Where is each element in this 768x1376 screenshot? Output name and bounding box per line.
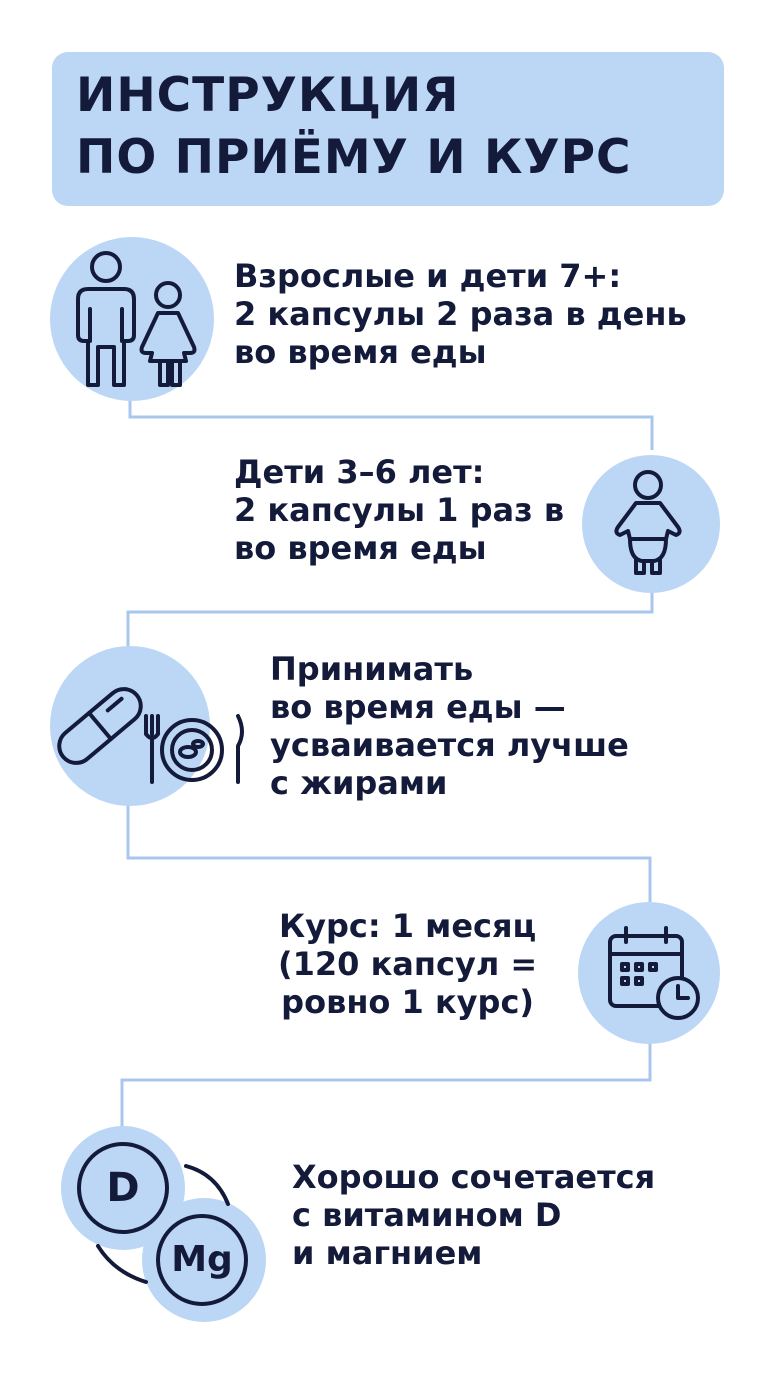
vitamin-d-magnesium-icon: D Mg <box>56 1126 266 1322</box>
step-4-line-3: ровно 1 курс) <box>281 983 535 1021</box>
step-3-line-2: во время еды — <box>270 688 566 726</box>
baby-icon <box>614 470 682 575</box>
vitamin-d-badge: D <box>106 1165 140 1211</box>
step-3-text: Принимать во время еды — усваивается луч… <box>270 650 629 802</box>
step-5-line-3: и магнием <box>292 1234 483 1272</box>
capsule-and-plate-icon <box>57 687 244 784</box>
step-1-line-2: 2 капсулы 2 раза в день <box>234 295 687 333</box>
step-2-text: Дети 3–6 лет: 2 капсулы 1 раз в во время… <box>234 453 564 567</box>
step-2-line-1: Дети 3–6 лет: <box>234 453 485 491</box>
connector-3-4 <box>126 800 652 902</box>
step-2-line-2: 2 капсулы 1 раз в <box>234 491 565 529</box>
step-4-text: Курс: 1 месяц (120 капсул = ровно 1 курс… <box>278 907 537 1021</box>
step-4-icon-circle <box>578 902 720 1044</box>
connector-1-2 <box>128 390 654 450</box>
step-4-line-2: (120 капсул = <box>278 945 538 983</box>
title-line-1: ИНСТРУКЦИЯ <box>76 68 460 123</box>
adult-and-child-icon <box>76 251 197 387</box>
connector-2-3 <box>126 580 654 650</box>
step-1-line-1: Взрослые и дети 7+: <box>234 257 622 295</box>
step-4-line-1: Курс: 1 месяц <box>278 907 537 945</box>
step-3-line-1: Принимать <box>270 650 474 688</box>
step-5-line-1: Хорошо сочетается <box>292 1158 656 1196</box>
step-3-line-3: усваивается лучше <box>270 726 629 764</box>
step-5-line-2: с витамином D <box>292 1196 562 1234</box>
step-5-text: Хорошо сочетается с витамином D и магние… <box>292 1158 655 1272</box>
step-3-icon-circle <box>50 646 244 806</box>
vitamin-badges-graphic <box>61 1126 266 1322</box>
title-line-2: ПО ПРИЁМУ И КУРС <box>76 130 632 185</box>
step-2-line-3: во время еды <box>234 529 487 567</box>
step-2-icon-circle <box>582 455 720 593</box>
connector-4-5 <box>120 1040 652 1130</box>
step-1-icon-circle <box>50 237 214 401</box>
magnesium-badge: Mg <box>171 1239 233 1280</box>
title-banner: ИНСТРУКЦИЯ ПО ПРИЁМУ И КУРС <box>52 52 724 206</box>
calendar-clock-icon <box>608 926 700 1020</box>
step-1-text: Взрослые и дети 7+: 2 капсулы 2 раза в д… <box>234 257 687 371</box>
step-3-line-4: с жирами <box>270 764 448 802</box>
step-1-line-3: во время еды <box>234 333 487 371</box>
